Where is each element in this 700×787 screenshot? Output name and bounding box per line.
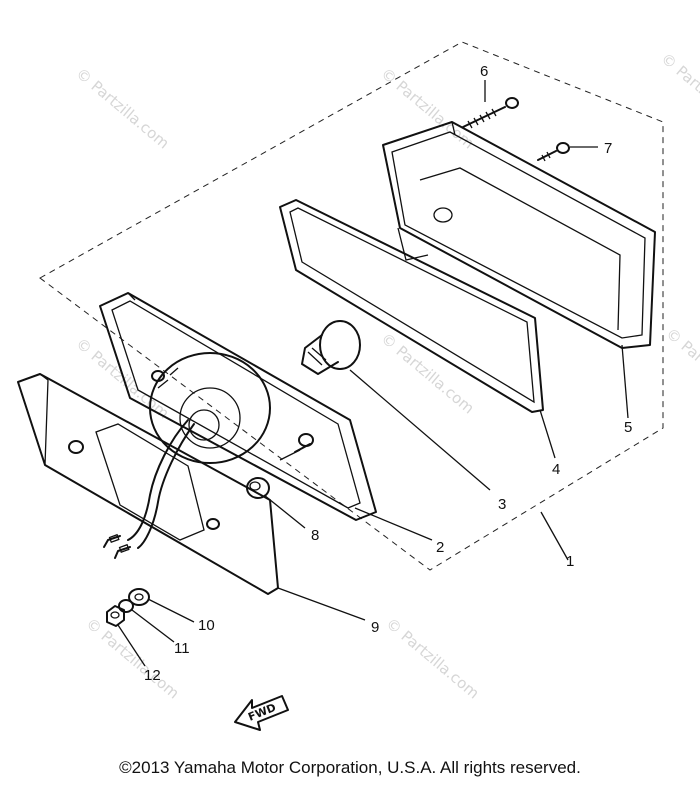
part-10-washer [128, 588, 150, 606]
callout-9: 9 [371, 619, 379, 636]
watermark-8: © Partzilla.com [662, 324, 700, 412]
callout-1: 1 [566, 553, 574, 570]
part-8-grommet [246, 477, 270, 499]
watermark-1: © Partzilla.com [72, 64, 172, 152]
callout-3: 3 [498, 496, 506, 513]
copyright-notice: ©2013 Yamaha Motor Corporation, U.S.A. A… [119, 758, 581, 777]
callout-2: 2 [436, 539, 444, 556]
callout-6: 6 [480, 63, 488, 80]
part-4-gasket [279, 199, 544, 413]
wiring-harness [103, 419, 195, 559]
callout-12: 12 [144, 667, 161, 684]
part-12-nut [106, 605, 125, 627]
watermark-7: © Partzilla.com [657, 49, 700, 137]
assembly-boundary [39, 41, 664, 571]
part-5-lens-housing [382, 121, 656, 349]
part-3-bulb [301, 320, 361, 375]
watermark-4: © Partzilla.com [377, 329, 477, 417]
leader-lines [117, 80, 629, 667]
callout-11: 11 [174, 640, 190, 657]
callout-8: 8 [311, 527, 319, 544]
watermark-6: © Partzilla.com [382, 614, 482, 702]
part-6-screw [462, 97, 519, 129]
callout-5: 5 [624, 419, 632, 436]
callout-4: 4 [552, 461, 560, 478]
forward-direction-arrow: FWD [234, 695, 289, 731]
callout-labels: 1 2 3 4 5 6 7 8 9 10 11 12 [144, 63, 632, 684]
watermark-5: © Partzilla.com [82, 614, 182, 702]
callout-10: 10 [198, 617, 215, 634]
part-7-screw [537, 142, 570, 162]
part-11-lock-washer [118, 599, 134, 613]
callout-7: 7 [604, 140, 612, 157]
part-2-base [99, 292, 377, 521]
